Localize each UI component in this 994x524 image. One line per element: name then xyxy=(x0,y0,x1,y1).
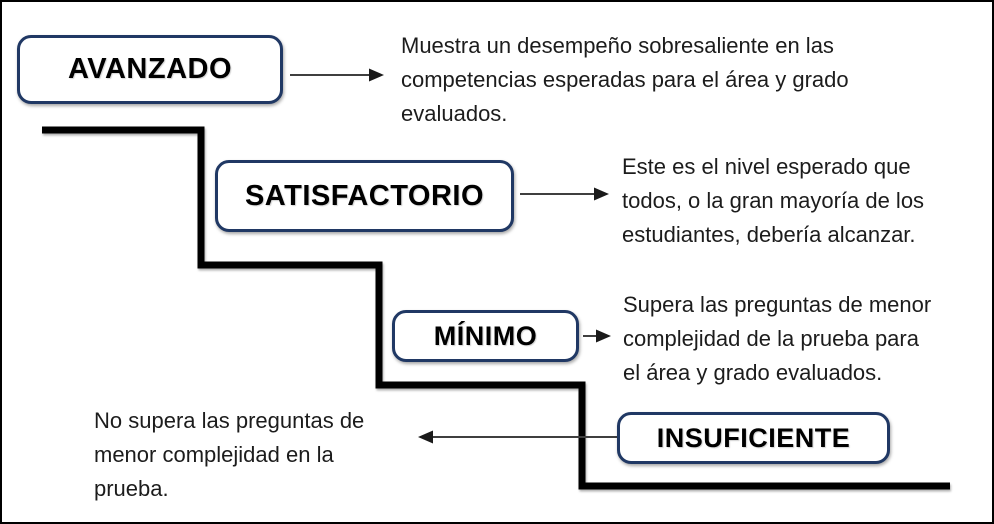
description-line: Supera las preguntas de menor xyxy=(623,292,932,317)
description-line: todos, o la gran mayoría de los xyxy=(622,188,925,213)
level-box-minimo: MÍNIMO xyxy=(392,310,579,362)
level-label-insuficiente: INSUFICIENTE xyxy=(656,422,851,453)
description-satisfactorio: Este es el nivel esperado que todos, o l… xyxy=(622,150,924,252)
description-avanzado: Muestra un desempeño sobresaliente en la… xyxy=(401,29,849,131)
arrow-avanzado-right-icon xyxy=(290,68,384,82)
description-line: Muestra un desempeño sobresaliente en la… xyxy=(401,33,834,58)
description-line: competencias esperadas para el área y gr… xyxy=(401,67,849,92)
description-line: No supera las preguntas de xyxy=(94,408,365,433)
description-line: prueba. xyxy=(94,476,169,501)
arrow-minimo-right-icon xyxy=(583,329,611,343)
description-insuficiente: No supera las preguntas de menor complej… xyxy=(94,404,364,506)
arrow-insuficiente-left-icon xyxy=(418,430,617,444)
arrow-satisfactorio-right-icon xyxy=(520,187,609,201)
level-label-minimo: MÍNIMO xyxy=(433,320,538,351)
description-line: Este es el nivel esperado que xyxy=(622,154,911,179)
description-minimo: Supera las preguntas de menor complejida… xyxy=(623,288,931,390)
description-line: estudiantes, debería alcanzar. xyxy=(622,222,916,247)
description-line: complejidad de la prueba para xyxy=(623,326,919,351)
description-line: evaluados. xyxy=(401,101,508,126)
level-box-avanzado: AVANZADO xyxy=(17,35,283,104)
description-line: menor complejidad en la xyxy=(94,442,334,467)
level-label-satisfactorio: SATISFACTORIO xyxy=(244,179,485,212)
level-box-insuficiente: INSUFICIENTE xyxy=(617,412,890,464)
description-line: el área y grado evaluados. xyxy=(623,360,883,385)
level-label-avanzado: AVANZADO xyxy=(67,53,233,85)
level-box-satisfactorio: SATISFACTORIO xyxy=(215,160,514,232)
